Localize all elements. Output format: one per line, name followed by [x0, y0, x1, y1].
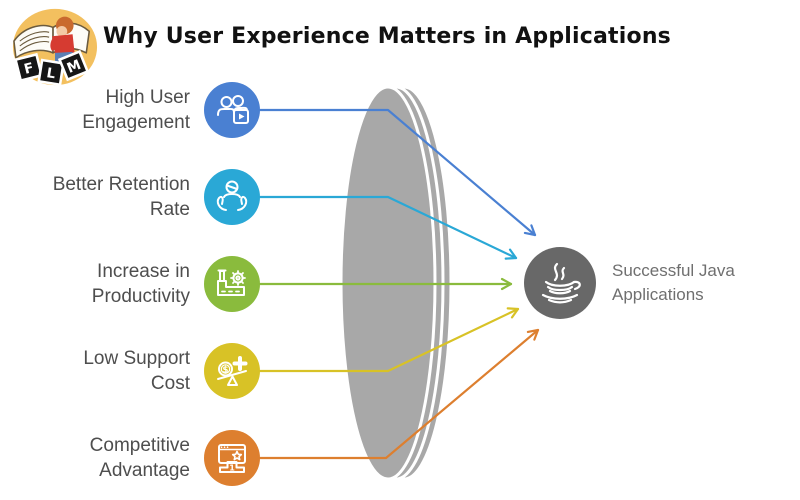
item-label-high-user-engagement: High User Engagement: [8, 85, 190, 135]
connector-high-user-engagement: [258, 108, 537, 237]
icon-circle-productivity: [204, 256, 260, 312]
connector-better-retention: [258, 195, 518, 260]
podium-rank-glyph: 1: [229, 464, 235, 473]
result-label-line2: Applications: [612, 285, 704, 304]
arrowhead-better-retention: [504, 248, 518, 260]
result-circle: [524, 247, 596, 319]
item-label-low-support-cost: Low Support Cost: [8, 346, 190, 396]
icon-circle-better-retention: [204, 169, 260, 225]
podium-star-icon: 1: [218, 444, 246, 473]
item-label-productivity: Increase in Productivity: [8, 259, 190, 309]
arrowhead-high-user-engagement: [523, 224, 537, 237]
arrowhead-low-support-cost: [506, 307, 520, 319]
block-letter-l: L: [45, 65, 56, 82]
item-label-line1: Competitive: [89, 435, 190, 456]
item-label-line2: Rate: [149, 199, 190, 220]
item-label-competitive-advantage: Competitive Advantage: [8, 433, 190, 483]
item-label-line1: Low Support: [83, 348, 190, 369]
users-video-icon: [217, 95, 249, 124]
block-letter-f: F: [22, 60, 35, 78]
block-letter-m: M: [65, 57, 84, 77]
icon-circle-competitive-advantage: [204, 430, 260, 486]
arrowhead-productivity: [500, 277, 513, 291]
item-label-line2: Engagement: [82, 112, 190, 133]
item-label-line2: Advantage: [99, 460, 190, 481]
flm-logo: F L M: [12, 8, 98, 87]
factory-gear-icon: [217, 269, 246, 296]
cost-balance-icon: $: [217, 356, 248, 386]
connector-low-support-cost: [258, 307, 520, 373]
result-label-line1: Successful Java: [612, 261, 735, 280]
java-cup-icon: [541, 262, 581, 304]
item-label-line1: Increase in: [97, 261, 190, 282]
coin-dollar-glyph: $: [223, 366, 229, 376]
result-label: Successful Java Applications: [612, 259, 735, 307]
connector-competitive-advantage: [258, 328, 540, 460]
item-label-line1: Better Retention: [52, 174, 190, 195]
person-care-icon: [216, 180, 248, 211]
item-label-better-retention: Better Retention Rate: [8, 172, 190, 222]
arrowhead-competitive-advantage: [526, 328, 540, 341]
letter-blocks: F L M: [14, 49, 90, 87]
item-label-line2: Productivity: [91, 286, 190, 307]
page-title: Why User Experience Matters in Applicati…: [103, 24, 671, 49]
item-label-line1: High User: [105, 87, 190, 108]
item-label-line2: Cost: [150, 373, 190, 394]
